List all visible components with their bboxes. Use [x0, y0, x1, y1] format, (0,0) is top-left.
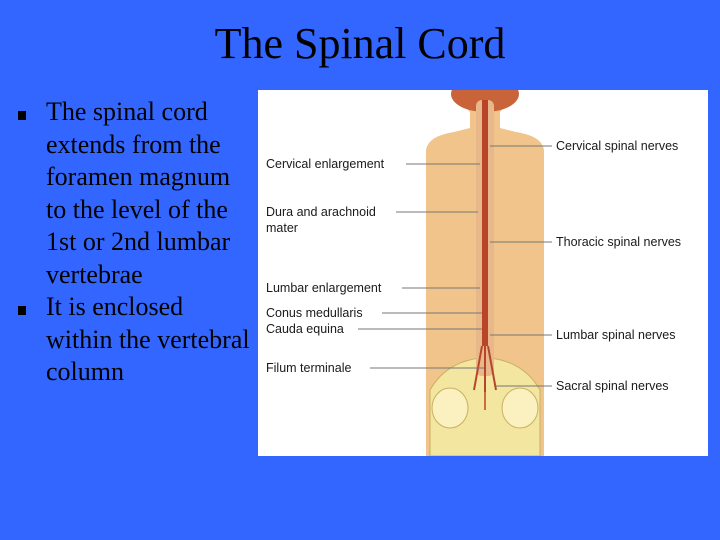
label-sacral-spinal-nerves: Sacral spinal nerves — [556, 379, 669, 393]
label-cervical-enlargement: Cervical enlargement — [266, 157, 385, 171]
spinal-cord-figure: Cervical enlargement Dura and arachnoid … — [258, 90, 708, 456]
label-cauda-equina: Cauda equina — [266, 322, 344, 336]
label-thoracic-spinal-nerves: Thoracic spinal nerves — [556, 235, 681, 249]
hip-bone-left — [431, 387, 469, 429]
bullet-text-1: The spinal cord extends from the foramen… — [46, 97, 231, 289]
bullet-item-2: It is enclosed within the vertebral colu… — [18, 291, 254, 389]
label-lumbar-enlargement: Lumbar enlargement — [266, 281, 382, 295]
slide-title: The Spinal Cord — [214, 19, 506, 68]
label-lumbar-spinal-nerves: Lumbar spinal nerves — [556, 328, 676, 342]
spinal-cord — [482, 100, 488, 346]
bullet-list: The spinal cord extends from the foramen… — [18, 96, 254, 389]
label-filum-terminale: Filum terminale — [266, 361, 351, 375]
spinal-cord-illustration: Cervical enlargement Dura and arachnoid … — [266, 90, 681, 456]
hip-bone-right — [501, 387, 539, 429]
label-cervical-spinal-nerves: Cervical spinal nerves — [556, 139, 678, 153]
label-dura-arachnoid: Dura and arachnoid — [266, 205, 376, 219]
bullet-item-1: The spinal cord extends from the foramen… — [18, 96, 254, 291]
label-mater: mater — [266, 221, 298, 235]
square-bullet-icon — [18, 111, 26, 120]
bullet-text-2: It is enclosed within the vertebral colu… — [46, 292, 250, 386]
label-conus-medullaris: Conus medullaris — [266, 306, 363, 320]
square-bullet-icon — [18, 306, 26, 315]
